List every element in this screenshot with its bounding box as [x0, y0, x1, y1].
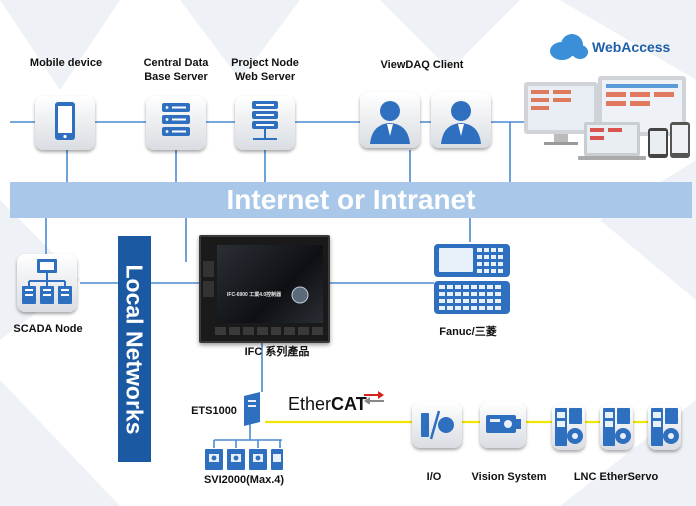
- io-icon: [421, 410, 454, 440]
- servo-drive-icon: [603, 408, 631, 446]
- ifc-bottom-keys: [215, 327, 323, 335]
- ifc-controller: IFC-6900 工業4.0控制器: [199, 235, 330, 343]
- ifc-screen: [217, 245, 323, 323]
- ifc-side-buttons: [203, 261, 214, 313]
- ifc-side-button: [203, 261, 214, 277]
- internet-band-label: Internet or Intranet: [226, 184, 476, 215]
- ifc-key: [256, 327, 268, 335]
- io-label: I/O: [426, 471, 442, 483]
- vision-system-node: [480, 402, 526, 448]
- lnc-etherservo-node-2: [600, 404, 633, 450]
- servo-drive-icon: [555, 408, 583, 446]
- project-node-line2: Web Server: [234, 71, 296, 83]
- viewdaq-client-node-2: [431, 92, 491, 148]
- viewdaq-client-node-1: [360, 92, 420, 148]
- local-band-label: Local Networks: [121, 264, 148, 435]
- ifc-key: [215, 327, 226, 335]
- ifc-key: [242, 327, 254, 335]
- local-band: [118, 236, 151, 462]
- servo-drive-icon: [651, 408, 679, 446]
- user-icon: [441, 101, 481, 144]
- ethercat-logo: EtherCAT: [288, 391, 384, 416]
- ifc-key: [298, 327, 310, 335]
- database-server-icon: [162, 103, 190, 136]
- web-server-icon: [252, 101, 278, 140]
- lnc-etherservo-node-3: [648, 404, 681, 450]
- vision-label: Vision System: [471, 471, 547, 483]
- ifc-key: [284, 327, 296, 335]
- network-hierarchy-icon: [22, 259, 72, 304]
- scada-label: SCADA Node: [13, 323, 83, 335]
- ifc-globe-icon: [291, 286, 309, 304]
- central-db-line2: Base Server: [144, 71, 208, 83]
- io-node: [412, 402, 462, 448]
- central-db-node: [146, 96, 206, 150]
- viewdaq-label: ViewDAQ Client: [380, 59, 464, 71]
- svi-label: SVI2000(Max.4): [203, 474, 285, 486]
- lnc-etherservo-node-1: [552, 404, 585, 450]
- ifc-model-text: IFC-6900 工業4.0控制器: [227, 292, 282, 298]
- brand-name: WebAccess: [592, 39, 671, 55]
- ethercat-cat: CAT: [331, 394, 367, 414]
- ifc-side-button: [203, 281, 214, 297]
- ets1000-device-icon: [244, 392, 260, 426]
- client-screens-illustration: [524, 76, 690, 160]
- internet-band: [10, 182, 692, 218]
- svi2000-modules-icon: [205, 449, 283, 470]
- project-node-line1: Project Node: [231, 57, 299, 69]
- mobile-device-label: Mobile device: [29, 57, 103, 69]
- fanuc-label: Fanuc/三菱: [439, 326, 497, 338]
- scada-node: [17, 254, 77, 312]
- ifc-label: IFC 系列產品: [244, 346, 310, 358]
- user-icon: [370, 101, 410, 144]
- mobile-device-node: [35, 96, 95, 150]
- central-db-line1: Central Data: [143, 57, 209, 69]
- lnc-label: LNC EtherServo: [573, 471, 659, 483]
- fanuc-controller-icon: [434, 244, 510, 314]
- cloud-icon: [550, 34, 588, 60]
- ethercat-arrows-icon: [364, 391, 384, 404]
- camera-icon: [486, 415, 521, 433]
- brand-logo: WebAccess: [548, 30, 696, 64]
- project-node-node: [235, 96, 295, 150]
- ets-label: ETS1000: [191, 405, 237, 417]
- ifc-key: [270, 327, 282, 335]
- ifc-key: [312, 327, 323, 335]
- ethercat-ether: Ether: [288, 394, 332, 414]
- local-links: [80, 282, 434, 448]
- ifc-key: [228, 327, 240, 335]
- mobile-phone-icon: [55, 102, 75, 140]
